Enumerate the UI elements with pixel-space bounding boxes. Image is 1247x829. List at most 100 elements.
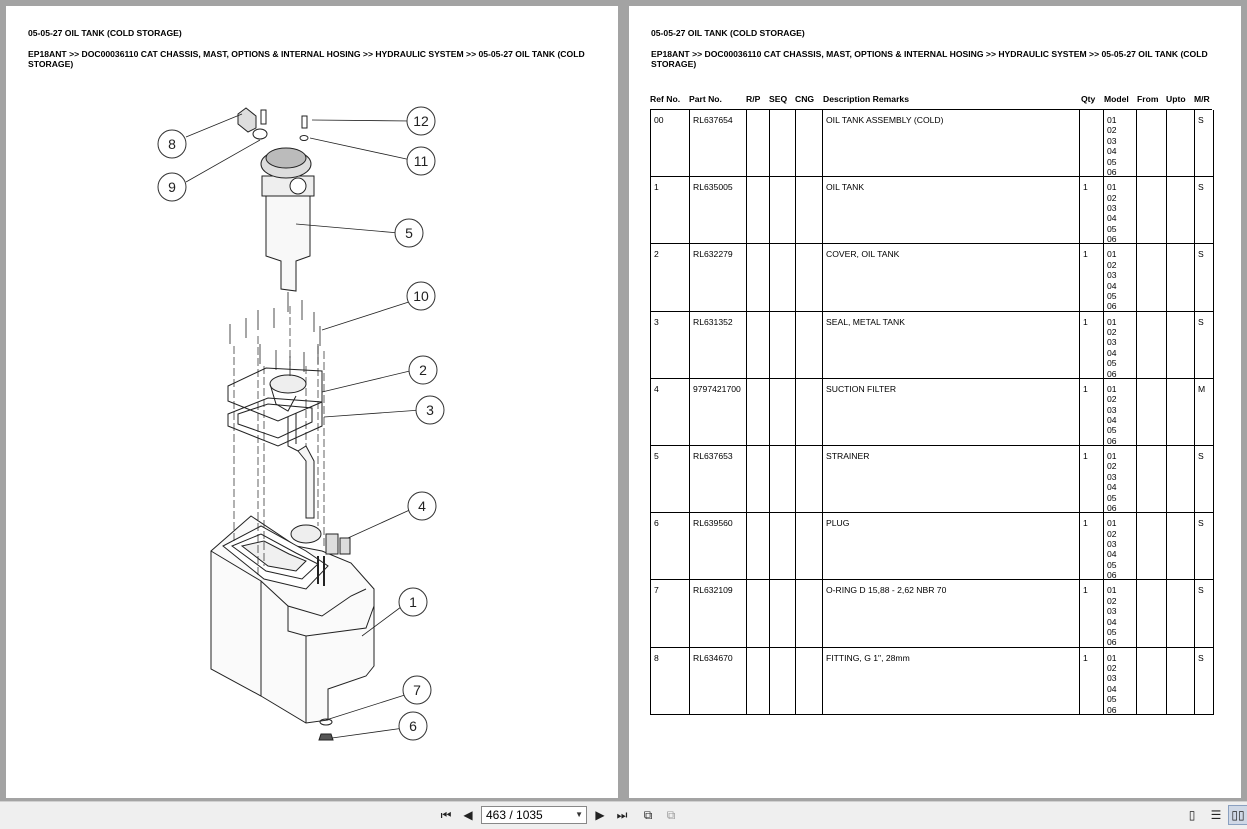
- cell-desc: OIL TANK ASSEMBLY (COLD): [823, 110, 1080, 177]
- cell-from: [1137, 244, 1167, 311]
- cell-rp: [747, 378, 770, 445]
- cell-qty: 1: [1080, 513, 1104, 580]
- col-mr: M/R: [1194, 94, 1210, 104]
- cell-upto: [1167, 445, 1195, 513]
- cell-upto: [1167, 513, 1195, 580]
- callout-6[interactable]: [398, 711, 428, 741]
- next-view-icon[interactable]: ⧉: [666, 807, 676, 822]
- leader-lines: [185, 113, 422, 739]
- col-part: Part No.: [689, 94, 722, 104]
- cell-ref: 5: [651, 445, 690, 513]
- cell-qty: 1: [1080, 378, 1104, 445]
- cell-seq: [770, 177, 796, 244]
- col-cng: CNG: [795, 94, 815, 104]
- next-page-icon[interactable]: ▶: [595, 808, 605, 822]
- cell-models: 01 02 03 04 05 06: [1104, 244, 1137, 311]
- cell-rp: [747, 311, 770, 378]
- cell-upto: [1167, 647, 1195, 714]
- col-desc: Description Remarks: [823, 94, 909, 104]
- cell-seq: [770, 580, 796, 647]
- col-from: From: [1137, 94, 1159, 104]
- previous-view-icon[interactable]: ⧉: [643, 807, 653, 822]
- cell-from: [1137, 647, 1167, 714]
- callout-5[interactable]: [394, 218, 424, 248]
- cell-mr: S: [1198, 182, 1204, 193]
- callout-label: 9: [168, 179, 176, 195]
- cell-cng: [796, 513, 823, 580]
- callout-12[interactable]: [406, 106, 436, 136]
- cell-upto: [1167, 580, 1195, 647]
- callout-label: 5: [405, 225, 413, 241]
- cell-ref: 1: [651, 177, 690, 244]
- callout-1[interactable]: [398, 587, 428, 617]
- callout-3[interactable]: [415, 395, 445, 425]
- cell-part: RL637653: [690, 445, 747, 513]
- cell-cng: [796, 647, 823, 714]
- cell-part: RL637654: [690, 110, 747, 177]
- cell-mr: S: [1198, 316, 1204, 327]
- cell-part: RL632279: [690, 244, 747, 311]
- page-title: 05-05-27 OIL TANK (COLD STORAGE): [651, 28, 805, 38]
- cell-mr: S: [1198, 585, 1204, 596]
- callout-8[interactable]: [157, 129, 187, 159]
- first-page-icon[interactable]: ⏮: [440, 807, 452, 822]
- callout-label: 11: [414, 153, 429, 169]
- cell-models: 01 02 03 04 05 06: [1104, 513, 1137, 580]
- continuous-icon[interactable]: ☰: [1210, 808, 1222, 822]
- callout-7[interactable]: [402, 675, 432, 705]
- cell-from: [1137, 311, 1167, 378]
- cell-part: RL634670: [690, 647, 747, 714]
- cell-rp: [747, 244, 770, 311]
- cell-models: 01 02 03 04 05 06: [1104, 580, 1137, 647]
- last-page-icon[interactable]: ⏭: [616, 807, 628, 822]
- col-model: Model: [1104, 94, 1129, 104]
- cell-desc: SUCTION FILTER: [823, 378, 1080, 445]
- exploded-diagram: 8 9 12 11 5 10 2 3 4 1 7 6: [157, 106, 445, 741]
- page-number-field[interactable]: 463 / 1035 ▼: [481, 806, 587, 824]
- cell-rp: [747, 580, 770, 647]
- cover-plate-drawing: [227, 367, 323, 422]
- cell-desc: PLUG: [823, 513, 1080, 580]
- cell-seq: [770, 110, 796, 177]
- single-page-icon[interactable]: ▯: [1188, 808, 1196, 822]
- callout-4[interactable]: [407, 491, 437, 521]
- plug-drawing: [318, 733, 334, 741]
- cell-cng: [796, 311, 823, 378]
- cell-qty: 1: [1080, 647, 1104, 714]
- seal-drawing: [227, 397, 323, 447]
- cell-qty: 1: [1080, 177, 1104, 244]
- cell-desc: O-RING D 15,88 - 2,62 NBR 70: [823, 580, 1080, 647]
- two-page-icon[interactable]: ▯▯: [1228, 805, 1247, 825]
- cell-rp: [747, 110, 770, 177]
- cell-upto: [1167, 311, 1195, 378]
- cell-rp: [747, 177, 770, 244]
- callout-11[interactable]: [406, 146, 436, 176]
- cell-upto: [1167, 110, 1195, 177]
- cell-mr: S: [1198, 652, 1204, 663]
- oil-tank-drawing: [210, 515, 375, 724]
- cell-ref: 4: [651, 378, 690, 445]
- cell-part: RL639560: [690, 513, 747, 580]
- cell-seq: [770, 647, 796, 714]
- callout-2[interactable]: [408, 355, 438, 385]
- callout-label: 12: [413, 113, 429, 129]
- prev-page-icon[interactable]: ◀: [463, 808, 473, 822]
- callout-9[interactable]: [157, 172, 187, 202]
- cell-part: RL631352: [690, 311, 747, 378]
- assembly-lines: [233, 306, 325, 576]
- callout-10[interactable]: [406, 281, 436, 311]
- cell-models: 01 02 03 04 05 06: [1104, 177, 1137, 244]
- cell-cng: [796, 244, 823, 311]
- viewer-toolbar: ⏮ ◀ 463 / 1035 ▼ ▶ ⏭ ⧉ ⧉ ▯ ☰ ▯▯: [0, 801, 1247, 829]
- o-ring-drawing: [319, 718, 333, 726]
- cell-ref: 7: [651, 580, 690, 647]
- left-page: 05-05-27 OIL TANK (COLD STORAGE) EP18ANT…: [6, 6, 618, 798]
- callouts: [157, 106, 445, 741]
- chevron-down-icon[interactable]: ▼: [575, 810, 583, 819]
- parts-table-header: Ref No. Part No. R/P SEQ CNG Description…: [650, 94, 1212, 110]
